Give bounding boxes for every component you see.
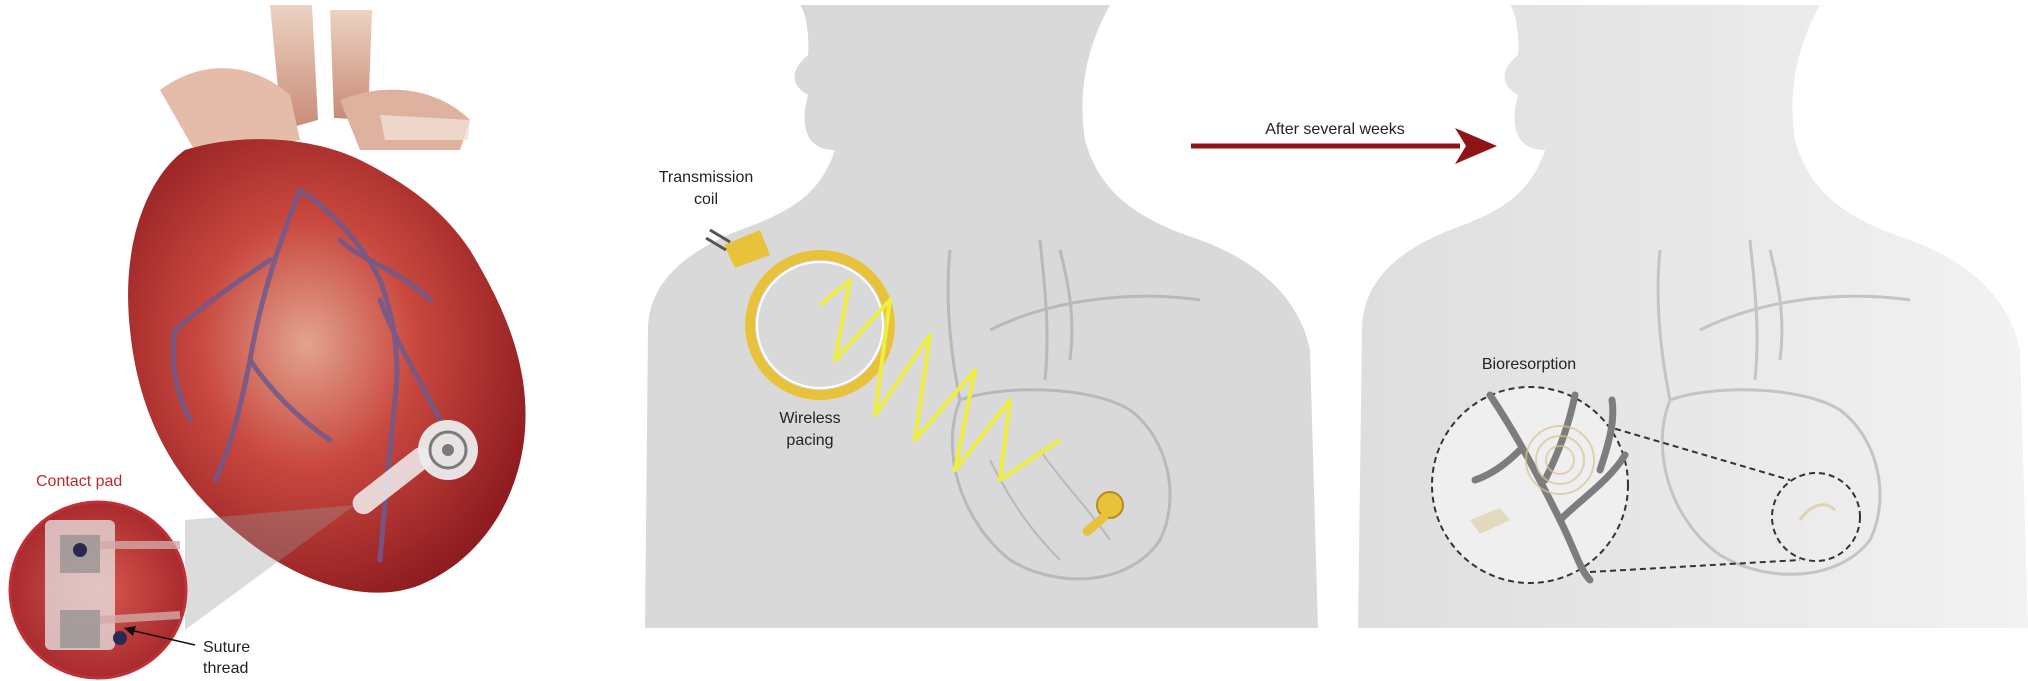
transmission-coil-label-line1: Transmission <box>659 169 754 186</box>
transmission-coil-label-line2: coil <box>694 191 718 208</box>
transition-arrow: After several weeks <box>1191 121 1497 164</box>
contact-pad-label: Contact pad <box>36 473 122 490</box>
suture-thread-label-line1: Suture <box>203 639 250 656</box>
after-several-weeks-label: After several weeks <box>1265 121 1405 138</box>
contact-pad-inset <box>10 502 186 678</box>
wireless-pacing-panel: Transmission coil Wireless pacing <box>645 5 1318 628</box>
suture-thread-label-line2: thread <box>203 660 248 677</box>
bioresorption-label: Bioresorption <box>1482 356 1576 373</box>
great-vessels <box>160 5 470 160</box>
wireless-pacing-label-line2: pacing <box>786 432 833 449</box>
wireless-pacing-label-line1: Wireless <box>779 410 840 427</box>
heart-panel: Contact pad Suture thread <box>10 5 526 678</box>
bioresorption-magnifier <box>1432 387 1628 583</box>
bioresorption-panel: Bioresorption <box>1358 5 2028 628</box>
